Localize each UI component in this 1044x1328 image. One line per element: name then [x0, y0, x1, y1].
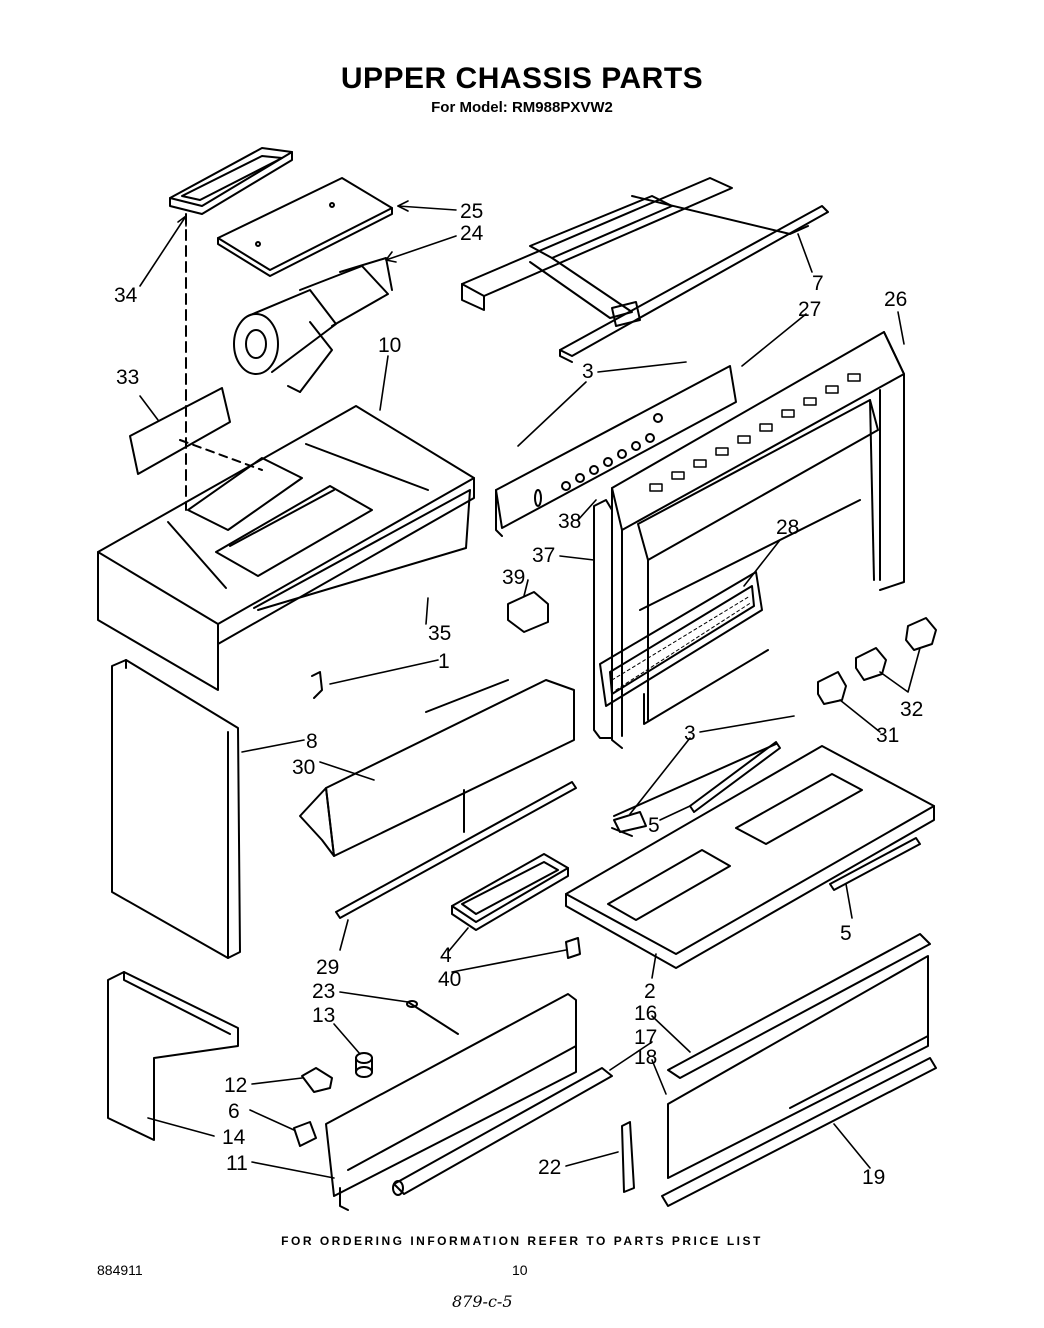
callout-7: 7	[812, 272, 824, 295]
ordering-footer: FOR ORDERING INFORMATION REFER TO PARTS …	[281, 1234, 763, 1248]
part-33-panel	[129, 387, 263, 475]
page-title: UPPER CHASSIS PARTS	[340, 62, 704, 95]
callout-37: 37	[532, 544, 555, 567]
page-number: 10	[512, 1262, 528, 1278]
callout-39: 39	[502, 566, 525, 589]
part-27-control-panel	[495, 365, 737, 537]
callout-38: 38	[558, 510, 581, 533]
part-34-bracket	[169, 147, 293, 511]
part-26-front-frame	[611, 331, 905, 749]
callout-34: 34	[114, 284, 138, 307]
callout-3-upper: 3	[582, 360, 594, 383]
part-2-bottom-plate	[565, 743, 935, 969]
callout-32: 32	[900, 698, 923, 721]
callout-5-right: 5	[840, 922, 852, 945]
handwritten-note: 879-c-5	[452, 1292, 513, 1311]
callout-16: 16	[634, 1002, 657, 1025]
callout-29: 29	[316, 956, 339, 979]
part-31-knob	[817, 671, 847, 705]
callout-4: 4	[440, 944, 452, 967]
part-14-bracket	[107, 971, 239, 1141]
part-11-hinge-rail	[325, 993, 577, 1211]
part-5-rods	[613, 741, 921, 891]
callout-12: 12	[224, 1074, 247, 1097]
callout-3-lower: 3	[684, 722, 696, 745]
part-8-side-panel	[111, 659, 241, 959]
part-13-bushing	[355, 1052, 373, 1078]
part-10-housing	[97, 405, 475, 691]
callout-5-left: 5	[648, 814, 660, 837]
part-39-block	[507, 591, 549, 633]
callout-25: 25	[460, 200, 483, 223]
callout-33: 33	[116, 366, 139, 389]
part-16-door-strip	[667, 933, 931, 1079]
part-1-clip	[311, 671, 323, 699]
part-29-rod	[335, 781, 577, 919]
callout-40: 40	[438, 968, 461, 991]
part-12-latch	[301, 1067, 333, 1093]
part-24-fan-motor	[233, 257, 393, 393]
callout-13: 13	[312, 1004, 335, 1027]
leader-lines	[139, 200, 921, 1179]
callout-26: 26	[884, 288, 907, 311]
part-4-filter	[451, 853, 569, 931]
callout-27: 27	[798, 298, 821, 321]
part-23-pin	[406, 1000, 459, 1035]
part-22-post	[621, 1121, 635, 1193]
callout-1: 1	[438, 650, 450, 673]
callout-30: 30	[292, 756, 315, 779]
callout-2: 2	[644, 980, 656, 1003]
callout-24: 24	[460, 222, 484, 245]
part-30-channel	[299, 679, 575, 857]
callout-18: 18	[634, 1046, 657, 1069]
callout-10: 10	[378, 334, 401, 357]
part-32-knobs	[855, 617, 937, 681]
part-40-clip	[565, 937, 581, 959]
document-number: 884911	[97, 1262, 143, 1278]
part-28-grille-filter	[599, 571, 769, 725]
callout-19: 19	[862, 1166, 885, 1189]
callout-31: 31	[876, 724, 899, 747]
callout-28: 28	[776, 516, 799, 539]
callout-labels: 25 24 34 7 27 26 10 33 3 38 28 37 39 35 …	[114, 200, 923, 1189]
callout-35: 35	[428, 622, 451, 645]
callout-11: 11	[226, 1152, 248, 1175]
part-6-latch	[293, 1121, 317, 1147]
model-subtitle: For Model: RM988PXVW2	[431, 99, 613, 116]
part-25-plate	[217, 177, 393, 277]
callout-23: 23	[312, 980, 335, 1003]
part-18-door-panel	[667, 955, 929, 1179]
callout-17: 17	[634, 1026, 657, 1049]
part-19-bottom-rail	[661, 1057, 937, 1207]
part-37-post	[593, 499, 613, 739]
callout-6: 6	[228, 1100, 240, 1123]
callout-8: 8	[306, 730, 318, 753]
part-7-top-frame	[461, 177, 829, 363]
part-17-axle	[392, 1067, 613, 1196]
callout-22: 22	[538, 1156, 561, 1179]
callout-14: 14	[222, 1126, 246, 1149]
